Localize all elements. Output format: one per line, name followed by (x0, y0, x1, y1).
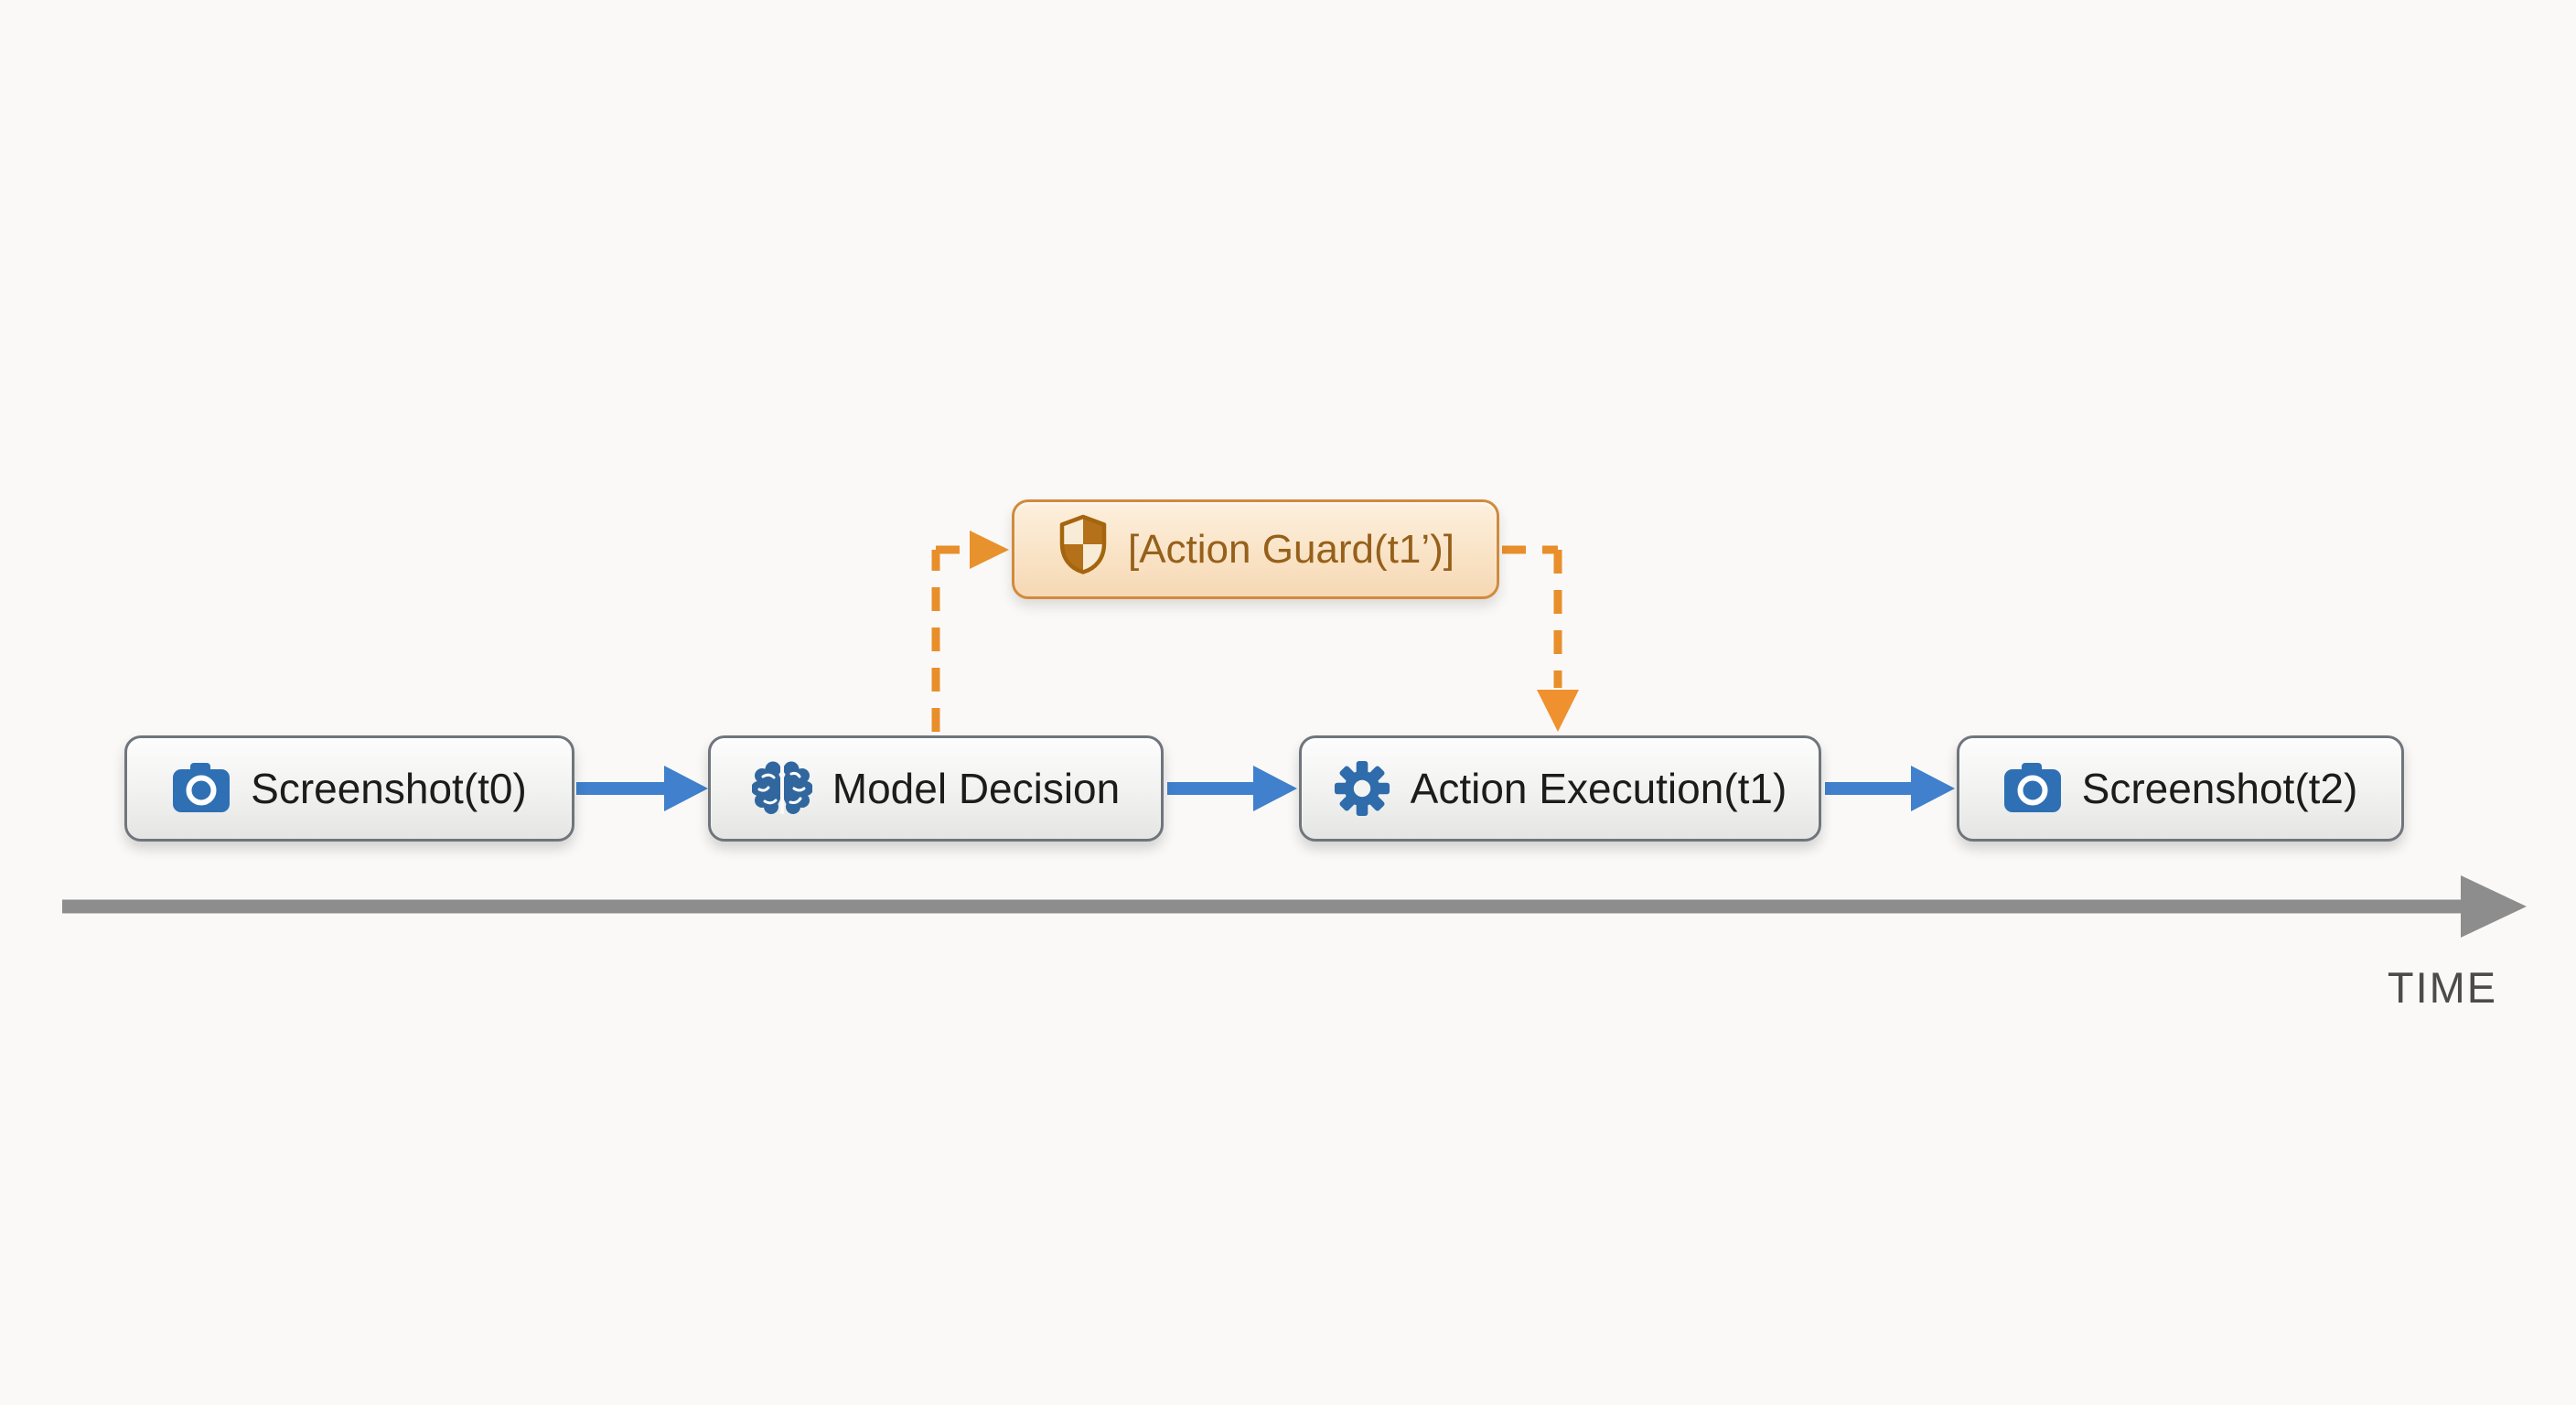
camera-icon (2003, 763, 2062, 814)
flow-arrow-3 (1825, 766, 1955, 811)
flow-arrow-1 (576, 766, 708, 811)
node-action-execution-t1: Action Execution(t1) (1299, 735, 1821, 842)
camera-icon (172, 763, 231, 814)
node-label: Screenshot(t0) (251, 765, 527, 812)
node-label: Screenshot(t2) (2081, 765, 2358, 812)
gear-icon (1334, 760, 1390, 817)
brain-icon (751, 761, 812, 816)
node-action-guard: [Action Guard(t1’)] (1012, 499, 1499, 599)
timeline-arrow (62, 875, 2527, 938)
guard-out-connector (1502, 545, 1579, 732)
node-screenshot-t0: Screenshot(t0) (124, 735, 574, 842)
node-label: Action Execution(t1) (1410, 765, 1787, 812)
guard-in-connector (931, 531, 1009, 732)
node-model-decision: Model Decision (708, 735, 1164, 842)
time-axis-label: TIME (2387, 963, 2498, 1012)
node-label: Model Decision (832, 765, 1121, 812)
flow-arrow-2 (1167, 766, 1297, 811)
node-label: [Action Guard(t1’)] (1127, 526, 1455, 572)
shield-icon (1057, 514, 1110, 585)
node-screenshot-t2: Screenshot(t2) (1957, 735, 2404, 842)
